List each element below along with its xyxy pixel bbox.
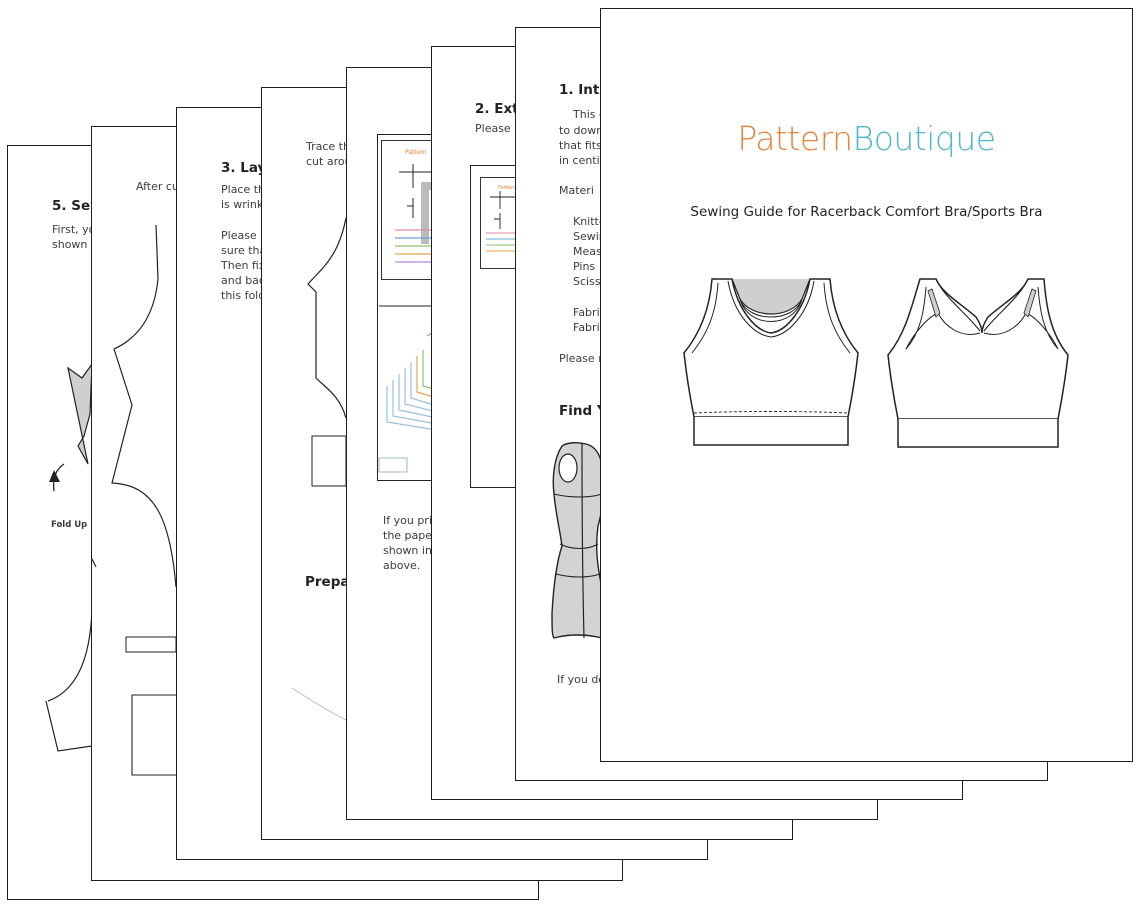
trace-page-heading: Prepa <box>305 574 350 590</box>
bra-back-illustration <box>887 278 1069 448</box>
print-page-mini-drawing <box>378 164 438 473</box>
cover-title: Sewing Guide for Racerback Comfort Bra/S… <box>690 204 1043 220</box>
print-page-frame <box>377 134 438 481</box>
print-page-line-2: the pape <box>383 529 433 542</box>
page-1-fabric-1: Fabri <box>573 306 600 319</box>
bra-front-illustration <box>683 278 859 446</box>
brand-logo-boutique: Boutique <box>852 119 997 158</box>
brand-logo: PatternBoutique <box>601 119 1132 158</box>
page-5-line-2: shown in <box>52 238 101 251</box>
page-2-mini-sheet <box>480 177 531 269</box>
page-3-line-7: this fold <box>221 289 266 302</box>
page-2-preview-frame <box>470 165 531 488</box>
dress-form-illustration <box>551 441 605 639</box>
page-1-bottom-line: If you do <box>557 673 606 686</box>
print-page-line-4: above. <box>383 559 421 572</box>
page-1-intro-line-4: in centi <box>559 154 600 167</box>
page-1-material-1: Knitte <box>573 215 606 228</box>
page-1-fabric-2: Fabri <box>573 321 600 334</box>
print-page-line-3: shown in <box>383 544 432 557</box>
page-1-please-line: Please r <box>559 352 603 365</box>
page-3-line-6: and bac <box>221 274 265 287</box>
page-1-materials-title: Materi <box>559 184 594 197</box>
page-3-line-3: Please p <box>221 229 268 242</box>
print-page-line-1: If you pri <box>383 514 432 527</box>
page-3-heading: 3. Lay <box>221 160 267 176</box>
page-1-material-2: Sewin <box>573 230 606 243</box>
page-2-line-1: Please p <box>475 122 522 135</box>
cover-page: PatternBoutique Sewing Guide for Racerba… <box>600 8 1133 762</box>
page-1-intro-line-2: to down <box>559 124 604 137</box>
print-page-mini-brand: Pattern <box>405 149 427 156</box>
page-3-line-4: sure tha <box>221 244 267 257</box>
page-1-intro-line-3: that fits <box>559 139 602 152</box>
page-5-pattern-drawing <box>45 362 93 752</box>
page-5-line-1: First, yo <box>52 223 96 236</box>
page-2-mini-drawing <box>486 191 516 252</box>
print-page-mini-sheet-1 <box>381 140 436 280</box>
fold-up-label: Fold Up <box>51 520 88 530</box>
trace-page-line-2: cut arou <box>306 155 352 168</box>
page-2-heading: 2. Extr <box>475 101 526 117</box>
page-1-material-4: Pins <box>573 260 596 273</box>
page-1-intro-line-1: This g <box>573 108 606 121</box>
page-1-material-3: Meas <box>573 245 602 258</box>
page-2-mini-brand: Pattern <box>498 185 516 191</box>
page-3-line-1: Place th <box>221 183 266 196</box>
page-5-heading: 5. Sew <box>52 198 103 214</box>
page-1-material-5: Scisso <box>573 275 608 288</box>
page-1-heading-2: Find Y <box>559 403 607 419</box>
page-4-line-1: After cu <box>136 180 179 193</box>
trace-page-line-1: Trace th <box>306 140 350 153</box>
page-3-line-5: Then fix <box>221 259 266 272</box>
page-3-line-2: is wrinkl <box>221 198 267 211</box>
brand-logo-pattern: Pattern <box>737 119 853 158</box>
